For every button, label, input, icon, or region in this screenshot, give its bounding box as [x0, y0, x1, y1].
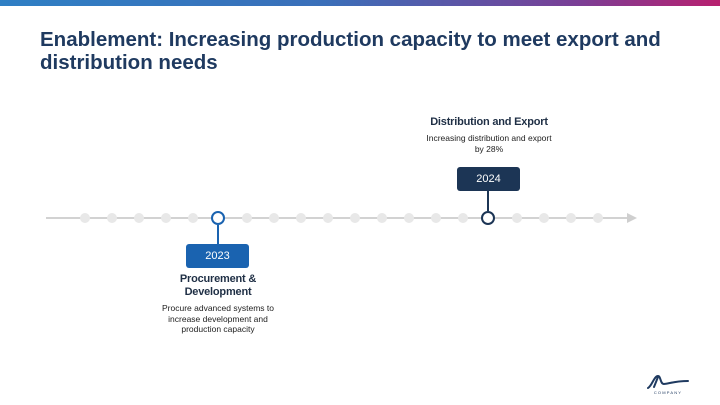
timeline-dot: [431, 213, 441, 223]
milestone-title-2024: Distribution and Export: [430, 116, 548, 128]
timeline-arrow-icon: [627, 213, 637, 223]
year-badge-2023: 2023: [186, 244, 249, 268]
timeline-dot: [80, 213, 90, 223]
timeline-dot: [458, 213, 468, 223]
timeline-dot: [296, 213, 306, 223]
timeline-dot: [242, 213, 252, 223]
top-gradient-bar: [0, 0, 720, 6]
milestone-description-2024: Increasing distribution and export by 28…: [426, 133, 552, 154]
year-badge-2024: 2024: [457, 167, 520, 191]
timeline-line: [46, 217, 628, 219]
timeline-dot: [323, 213, 333, 223]
company-logo-text: COMPANY: [654, 390, 682, 395]
milestone-title-2023: Procurement & Development: [179, 273, 257, 298]
timeline-dot: [593, 213, 603, 223]
slide-title: Enablement: Increasing production capaci…: [40, 28, 661, 74]
milestone-stem-2024: [487, 191, 489, 211]
timeline-dot: [134, 213, 144, 223]
timeline-dot: [512, 213, 522, 223]
milestone-stem-2023: [217, 225, 219, 244]
milestone-marker-2024: [481, 211, 495, 225]
milestone-marker-2023: [211, 211, 225, 225]
company-logo-icon: COMPANY: [647, 374, 689, 395]
timeline-dot: [269, 213, 279, 223]
timeline-dot: [539, 213, 549, 223]
timeline-dot: [161, 213, 171, 223]
timeline-dot: [404, 213, 414, 223]
timeline-dot: [566, 213, 576, 223]
milestone-description-2023: Procure advanced systems to increase dev…: [162, 303, 274, 334]
timeline-dot: [350, 213, 360, 223]
timeline-dot: [377, 213, 387, 223]
timeline-dot: [107, 213, 117, 223]
timeline-dot: [188, 213, 198, 223]
